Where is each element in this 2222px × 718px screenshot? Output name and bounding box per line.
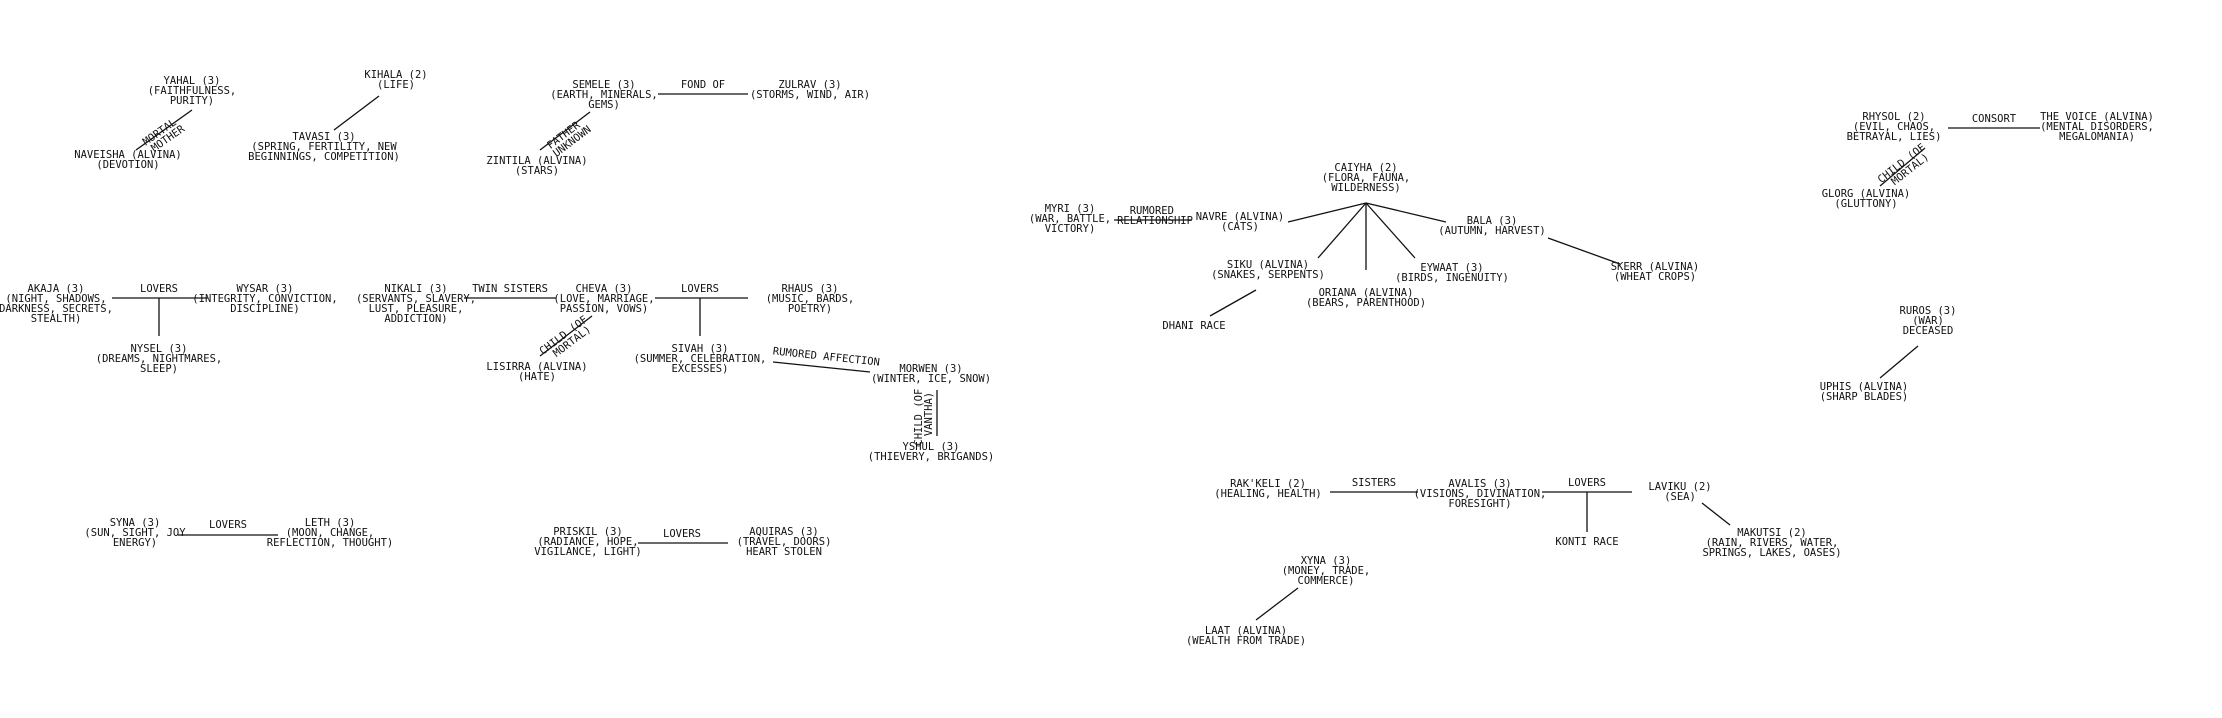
deity-laat: LAAT (ALVINA)(WEALTH FROM TRADE) <box>1186 625 1306 647</box>
relation-label: CHILD (OF MORTAL) <box>537 310 601 366</box>
edge-caiyha-navre <box>1287 202 1367 223</box>
deity-makutsi: MAKUTSI (2)(RAIN, RIVERS, WATER,SPRINGS,… <box>1702 527 1841 559</box>
deity-priskil: PRISKIL (3)(RADIANCE, HOPE,VIGILANCE, LI… <box>534 526 641 558</box>
relation-label: LOVERS <box>1568 477 1606 489</box>
deity-caiyha: CAIYHA (2)(FLORA, FAUNA,WILDERNESS) <box>1322 162 1411 194</box>
deity-navre: NAVRE (ALVINA)(CATS) <box>1196 211 1285 233</box>
relation-label: LOVERS <box>681 283 719 295</box>
deity-akaja: AKAJA (3)(NIGHT, SHADOWS,DARKNESS, SECRE… <box>0 283 113 325</box>
deity-glorg: GLORG (ALVINA)(GLUTTONY) <box>1822 188 1911 210</box>
deity-xyna: XYNA (3)(MONEY, TRADE,COMMERCE) <box>1282 555 1371 587</box>
relation-label: FATHER UNKNOWN <box>545 115 594 159</box>
deity-lisirra: LISIRRA (ALVINA)(HATE) <box>486 361 587 383</box>
edge-caiyha-siku <box>1317 202 1367 259</box>
deity-nodes: YAHAL (3)(FAITHFULNESS,PURITY) NAVEISHA … <box>0 69 2154 647</box>
relation-label: LOVERS <box>140 283 178 295</box>
relation-label: RUMORED RELATIONSHIP <box>1117 205 1193 227</box>
deity-rhaus: RHAUS (3)(MUSIC, BARDS,POETRY) <box>766 283 855 315</box>
deity-skerr: SKERR (ALVINA)(WHEAT CROPS) <box>1611 261 1700 283</box>
deity-eywaat: EYWAAT (3)(BIRDS, INGENUITY) <box>1395 262 1509 284</box>
deity-ruros: RUROS (3)(WAR)DECEASED <box>1900 305 1957 337</box>
edge-xyna-laat <box>1255 587 1299 621</box>
deity-semele: SEMELE (3)(EARTH, MINERALS,GEMS) <box>550 79 657 111</box>
edge-kihala-tavasi <box>333 95 380 131</box>
deity-siku: SIKU (ALVINA)(SNAKES, SERPENTS) <box>1211 259 1325 281</box>
relation-label: CHILD (OF MORTAL) <box>1876 137 1939 193</box>
deity-rakkeli: RAK'KELI (2)(HEALING, HEALTH) <box>1214 478 1321 500</box>
relation-label: TWIN SISTERS <box>472 283 548 295</box>
deity-myri: MYRI (3)(WAR, BATTLE,VICTORY) <box>1029 203 1111 235</box>
relation-label: CONSORT <box>1972 113 2017 125</box>
deity-konti: KONTI RACE <box>1555 536 1618 548</box>
relation-label: LOVERS <box>209 519 247 531</box>
deity-voice: THE VOICE (ALVINA)(MENTAL DISORDERS,MEGA… <box>2040 111 2154 143</box>
edge-caiyha-eywaat <box>1365 202 1416 259</box>
deity-yahal: YAHAL (3)(FAITHFULNESS,PURITY) <box>148 75 237 107</box>
deity-cheva: CHEVA (3)(LOVE, MARRIAGE,PASSION, VOWS) <box>553 283 654 315</box>
edge-sivah-morwen <box>772 361 871 373</box>
deity-sivah: SIVAH (3)(SUMMER, CELEBRATION,EXCESSES) <box>634 343 767 375</box>
edge-laviku-makutsi <box>1701 502 1731 526</box>
deity-kihala: KIHALA (2)(LIFE) <box>364 69 427 91</box>
relation-label: RUMORED AFFECTION <box>772 345 880 368</box>
edge-caiyha-bala <box>1365 202 1447 223</box>
relation-label: SISTERS <box>1352 477 1396 489</box>
deity-leth: LETH (3)(MOON, CHANGE,REFLECTION, THOUGH… <box>267 517 393 549</box>
deity-aquiras: AQUIRAS (3)(TRAVEL, DOORS)HEART STOLEN <box>737 526 832 558</box>
edge-siku-dhani <box>1209 289 1257 317</box>
deity-oriana: ORIANA (ALVINA)(BEARS, PARENTHOOD) <box>1306 287 1426 309</box>
deity-morwen: MORWEN (3)(WINTER, ICE, SNOW) <box>871 363 991 385</box>
edge-yahal-naveisha <box>135 109 193 151</box>
deity-zintila: ZINTILA (ALVINA)(STARS) <box>486 155 587 177</box>
edge-semele-zintila <box>539 111 591 151</box>
relation-label: FOND OF <box>681 79 725 91</box>
edge-bala-skerr <box>1547 237 1621 265</box>
edge-rhysol-glorg <box>1879 147 1926 187</box>
deity-zulrav: ZULRAV (3)(STORMS, WIND, AIR) <box>750 79 870 101</box>
relation-label: CHILD (OF VANTHA) <box>913 382 935 445</box>
deity-nikali: NIKALI (3)(SERVANTS, SLAVERY,LUST, PLEAS… <box>356 283 476 325</box>
deity-nysel: NYSEL (3)(DREAMS, NIGHTMARES,SLEEP) <box>96 343 222 375</box>
deity-wysar: WYSAR (3)(INTEGRITY, CONVICTION,DISCIPLI… <box>192 283 337 315</box>
deity-yshul: YSHUL (3)(THIEVERY, BRIGANDS) <box>868 441 994 463</box>
edge-ruros-uphis <box>1879 345 1919 379</box>
deity-laviku: LAVIKU (2)(SEA) <box>1648 481 1711 503</box>
deity-bala: BALA (3)(AUTUMN, HARVEST) <box>1438 215 1545 237</box>
edge-cheva-lisirra <box>539 315 593 357</box>
relation-label: LOVERS <box>663 528 701 540</box>
deity-dhani: DHANI RACE <box>1162 320 1225 332</box>
deity-avalis: AVALIS (3)(VISIONS, DIVINATION,FORESIGHT… <box>1414 478 1547 510</box>
deity-naveisha: NAVEISHA (ALVINA)(DEVOTION) <box>74 149 181 171</box>
relationship-lines <box>112 93 2040 621</box>
deity-uphis: UPHIS (ALVINA)(SHARP BLADES) <box>1820 381 1909 403</box>
deity-rhysol: RHYSOL (2)(EVIL, CHAOS,BETRAYAL, LIES) <box>1847 111 1942 143</box>
